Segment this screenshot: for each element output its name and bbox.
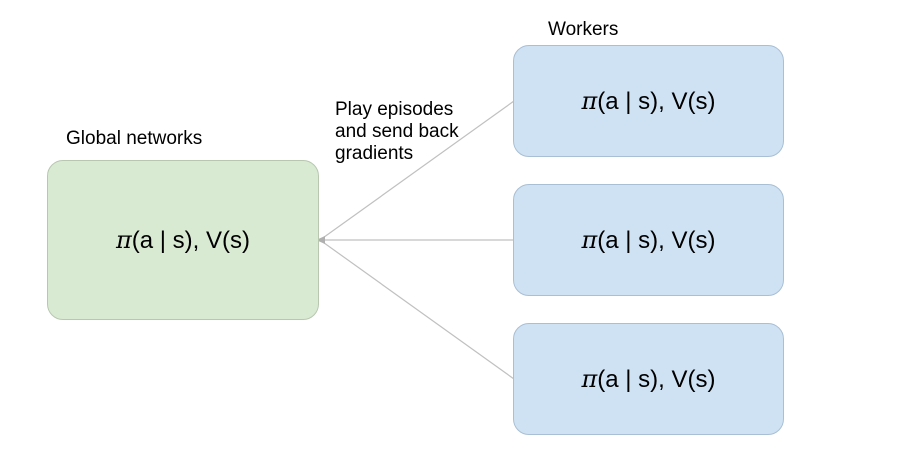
annotation-line-1: Play episodes bbox=[335, 99, 454, 120]
workers-title: Workers bbox=[548, 19, 619, 40]
pi-symbol: π bbox=[581, 86, 598, 115]
worker-annotation: Play episodes and send back gradients bbox=[335, 99, 459, 165]
formula-text: (a | s), V(s) bbox=[597, 365, 716, 393]
formula-text: (a | s), V(s) bbox=[597, 87, 716, 115]
formula-text: (a | s), V(s) bbox=[131, 226, 250, 254]
formula-text: (a | s), V(s) bbox=[597, 226, 716, 254]
worker-3-formula: π(a | s), V(s) bbox=[581, 365, 715, 394]
pi-symbol: π bbox=[115, 225, 132, 254]
annotation-line-3: gradients bbox=[335, 143, 414, 164]
pi-symbol: π bbox=[581, 364, 598, 393]
worker-2-formula: π(a | s), V(s) bbox=[581, 226, 715, 255]
pi-symbol: π bbox=[581, 225, 598, 254]
annotation-line-2: and send back bbox=[335, 121, 459, 142]
connector-worker-1 bbox=[319, 100, 515, 241]
global-networks-title: Global networks bbox=[66, 128, 203, 149]
worker-box-2: π(a | s), V(s) bbox=[513, 184, 784, 296]
worker-box-1: π(a | s), V(s) bbox=[513, 45, 784, 157]
worker-1-formula: π(a | s), V(s) bbox=[581, 87, 715, 116]
arrow-head bbox=[316, 236, 325, 244]
global-network-formula: π(a | s), V(s) bbox=[116, 226, 250, 255]
connector-worker-3 bbox=[319, 239, 515, 380]
global-network-box: π(a | s), V(s) bbox=[47, 160, 319, 320]
worker-box-3: π(a | s), V(s) bbox=[513, 323, 784, 435]
